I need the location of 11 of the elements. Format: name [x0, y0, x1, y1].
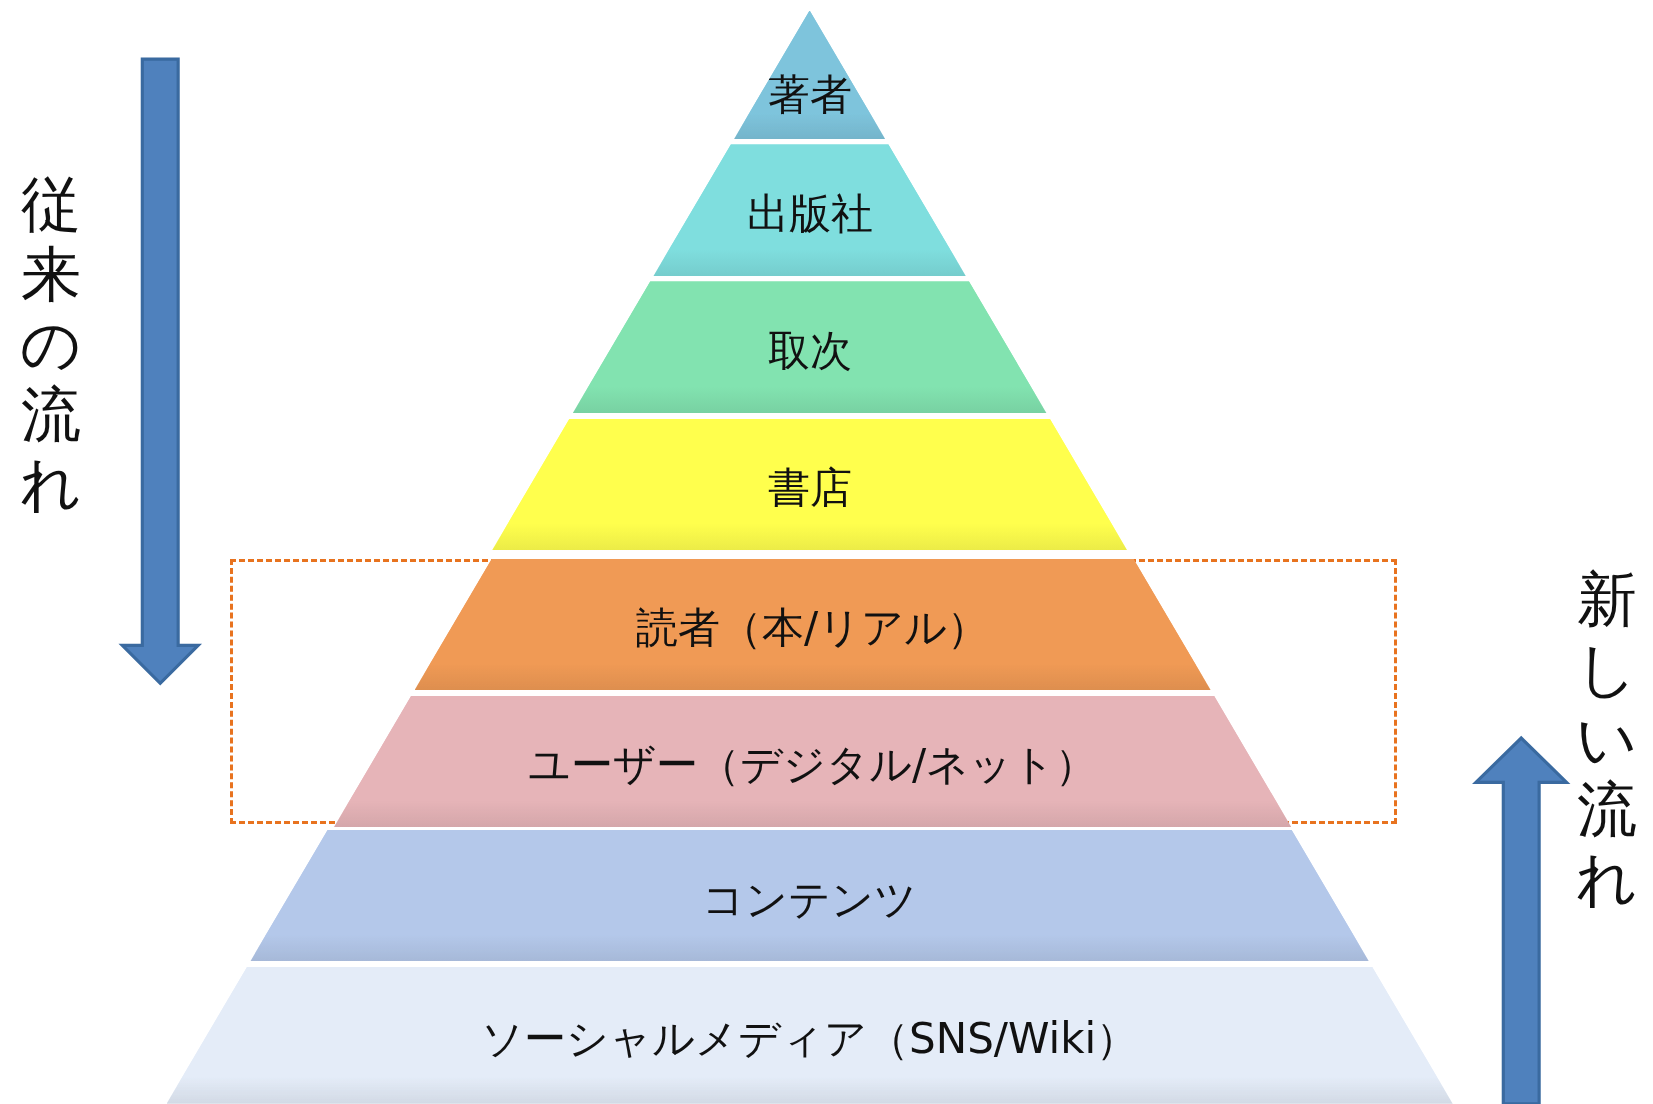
band-label: ソーシャルメディア（SNS/Wiki） [481, 1013, 1139, 1066]
flow-label: 新しい流れ [1575, 564, 1639, 914]
dashed-outline [229, 558, 1397, 825]
band-label: 書店 [767, 462, 852, 515]
flow-label: 従来の流れ [19, 168, 83, 519]
band-label: 著者 [767, 69, 852, 122]
band-label: 読者（本/リアル） [636, 602, 990, 655]
band-label: 出版社 [746, 188, 873, 241]
band-label: 取次 [767, 325, 852, 378]
band-label: ユーザー（デジタル/ネット） [528, 739, 1098, 792]
band-label: コンテンツ [702, 873, 918, 926]
